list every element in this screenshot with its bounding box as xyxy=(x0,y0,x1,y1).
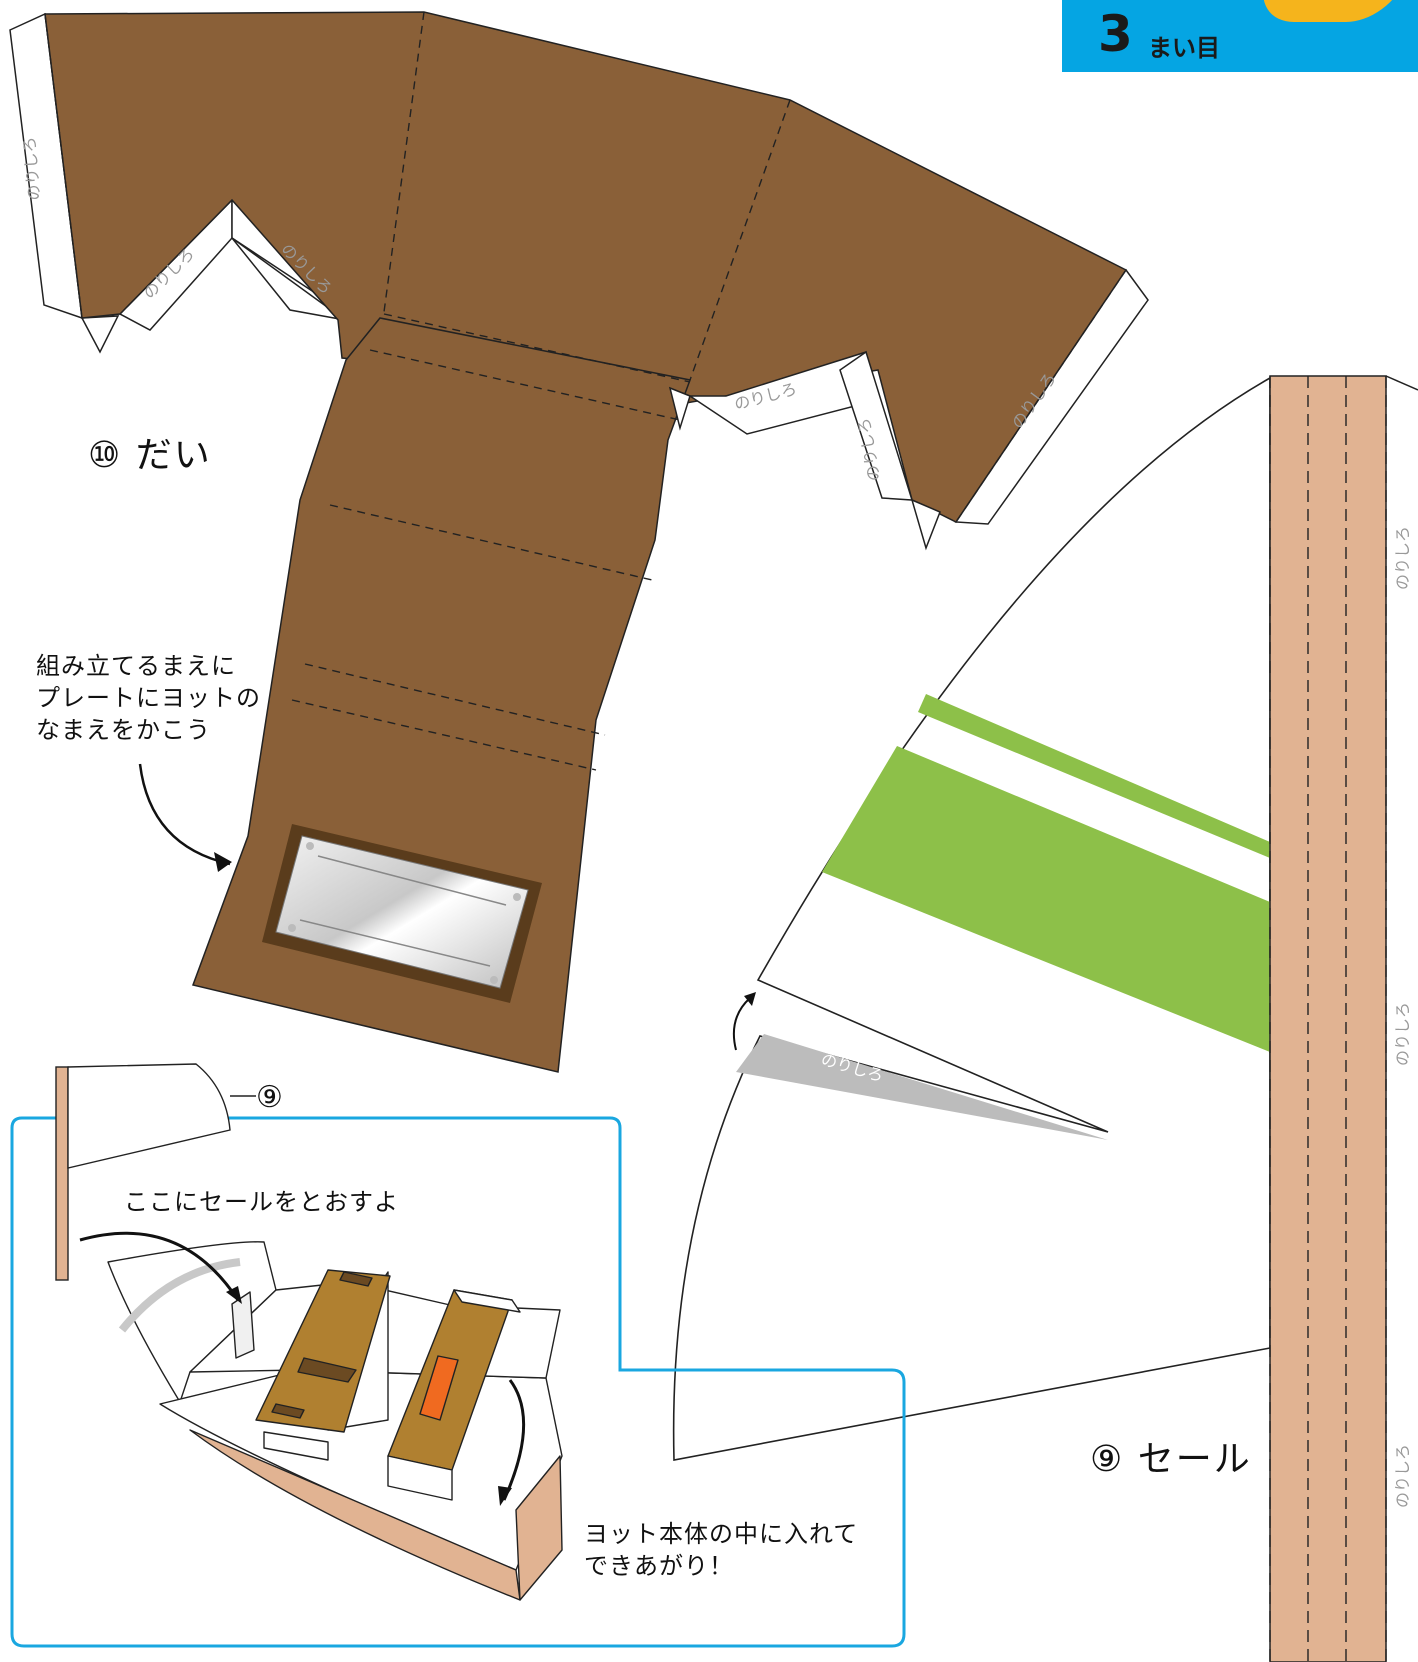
glue-tab-label: のりしろ xyxy=(1393,1002,1412,1066)
glue-tab-label: のりしろ xyxy=(1393,1444,1412,1508)
finish-note-line: できあがり！ xyxy=(584,1552,734,1580)
sail-callout: ⑨ xyxy=(256,1080,283,1115)
stand-label: ⑩ だい xyxy=(88,435,212,476)
fold-arrow xyxy=(732,997,751,1051)
glue-tab-label: のりしろ xyxy=(1393,526,1412,590)
plate-note-line: 組み立てるまえに xyxy=(36,652,236,680)
sail-label: ⑨ セール xyxy=(1090,1439,1252,1480)
sail-slot-note: ここにセールをとおすよ xyxy=(124,1188,399,1216)
sheet-label: まい目 xyxy=(1148,34,1220,62)
fold-arrow-head xyxy=(744,992,756,1006)
mini-sail-illustration xyxy=(55,1063,231,1281)
plate-note-line: プレートにヨットの xyxy=(36,684,261,712)
slot-arrow-head xyxy=(226,1286,242,1304)
mast-part xyxy=(1269,375,1418,1662)
instructions-box xyxy=(10,1116,906,1648)
name-plate xyxy=(262,824,542,1003)
plate-note: 組み立てるまえに プレートにヨットの なまえをかこう xyxy=(36,650,261,746)
plate-note-line: なまえをかこう xyxy=(36,716,211,744)
finish-note-line: ヨット本体の中に入れて xyxy=(584,1520,859,1548)
slot-arrow xyxy=(79,1231,240,1301)
boat-illustration xyxy=(107,1241,563,1601)
sail-part xyxy=(672,376,1271,1461)
note-arrow xyxy=(138,763,231,866)
sheet-tab xyxy=(1062,0,1418,72)
insert-arrow-head xyxy=(498,1486,512,1506)
note-arrow-head xyxy=(214,852,232,872)
sheet-number: 3 xyxy=(1098,5,1133,63)
insert-arrow xyxy=(502,1379,526,1501)
finish-note: ヨット本体の中に入れて できあがり！ xyxy=(584,1518,858,1582)
stand-fold-lines xyxy=(44,11,1127,771)
